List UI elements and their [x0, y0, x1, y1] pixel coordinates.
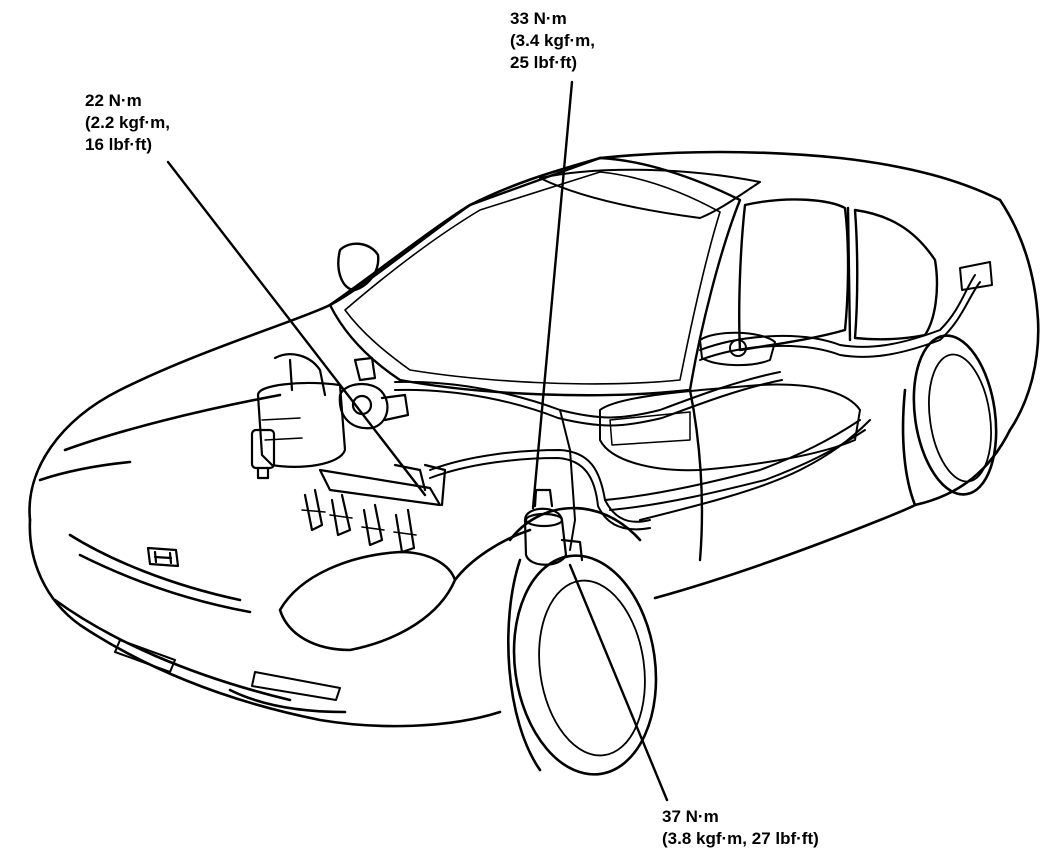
honda-logo-icon	[146, 546, 180, 568]
fuel-filter-torque-callout: 33 N·m (3.4 kgf·m, 25 lbf·ft)	[510, 8, 595, 74]
torque-nm: 22 N·m	[85, 91, 142, 110]
torque-kgf: (2.2 kgf·m,	[85, 113, 171, 132]
fuel-filter	[523, 488, 584, 566]
side-mirror	[337, 242, 380, 292]
torque-lbf: 25 lbf·ft)	[510, 53, 578, 72]
front-wheel	[507, 506, 658, 776]
rear-wheel	[901, 334, 998, 507]
car-body-outline	[28, 150, 1040, 728]
torque-nm: 33 N·m	[510, 9, 567, 28]
injector-rail-torque-callout: 22 N·m (2.2 kgf·m, 16 lbf·ft)	[85, 90, 170, 156]
torque-nm: 37 N·m	[662, 807, 719, 826]
torque-full: (3.8 kgf·m, 27 lbf·ft)	[662, 829, 819, 848]
torque-lbf: 16 lbf·ft)	[85, 135, 153, 154]
windows	[328, 156, 939, 562]
callout-leader-lines	[166, 80, 669, 802]
fuel-tank	[599, 261, 993, 472]
torque-kgf: (3.4 kgf·m,	[510, 31, 596, 50]
line-fitting-torque-callout: 37 N·m (3.8 kgf·m, 27 lbf·ft)	[662, 806, 819, 850]
